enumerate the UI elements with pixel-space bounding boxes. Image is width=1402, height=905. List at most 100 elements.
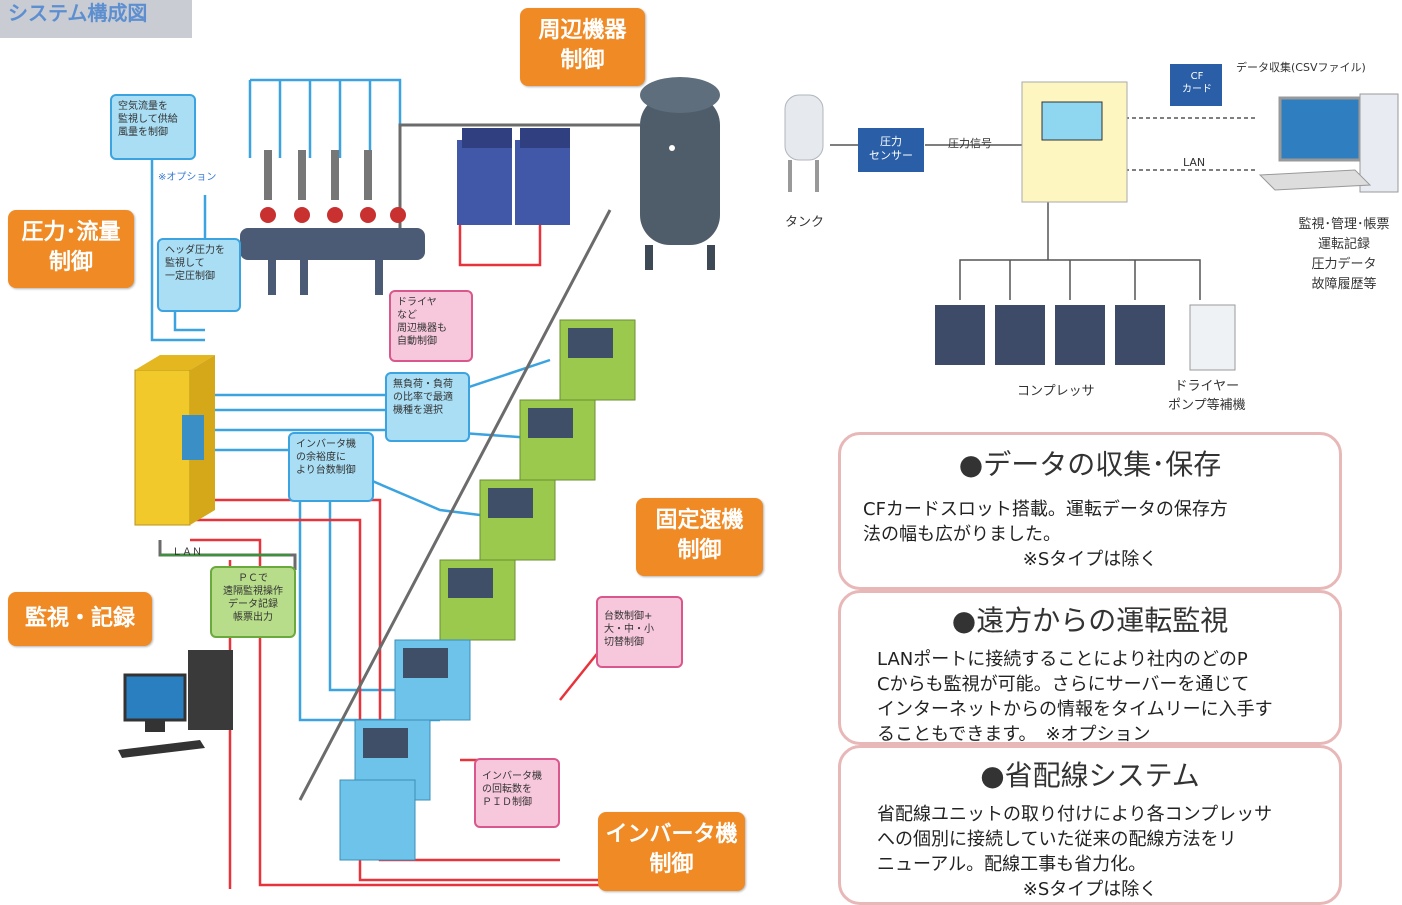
pc-line3: データ記録 [228,599,278,610]
load-ratio-line3: 機種を選択 [393,405,443,416]
option-note: ※オプション [158,172,217,183]
card-title-remote-monitoring: ●遠方からの運転監視 [951,604,1229,637]
air-flow-line1: 空気流量を [118,101,168,112]
pc-icon [1258,93,1399,193]
callout-dryer: ドライヤ など 周辺機器も 自動制御 [389,290,473,362]
dryer-label-line1: ドライヤー [1174,379,1240,394]
dryer-line3: 周辺機器も [397,323,447,334]
count-control-line1: 台数制御+ [604,611,653,622]
air-tank [640,77,720,270]
dryer-icon [1189,304,1236,371]
pc-func-line4: 故障履歴等 [1311,277,1377,292]
inverter-line2: 制御 [649,852,694,877]
card-body-wiring: 省配線ユニットの取り付けにより各コンプレッサ への個別に接続していた従来の配線方… [877,802,1303,902]
dryer-line1: ドライヤ [397,297,437,308]
header-pipe [240,150,425,295]
peripheral-line2: 制御 [560,48,605,73]
fixed-line2: 制御 [677,538,722,563]
pressure-line1: 圧力･流量 [21,220,121,245]
dryer-label-line2: ポンプ等補機 [1168,398,1246,413]
lan-label-right: LAN [1183,156,1206,169]
cf-line1: CF [1190,71,1204,82]
inverter-margin-line1: インバータ機 [296,439,356,450]
dryer-label: ドライヤー ポンプ等補機 [1168,377,1246,415]
controller-box [1021,81,1128,203]
cf-card-label: CF カード [1172,70,1222,96]
feature-card-data-collection: ●データの収集･保存 CFカードスロット搭載。運転データの保存方 法の幅も広がり… [838,432,1342,590]
header-pressure-line3: 一定圧制御 [165,271,215,282]
compressor-icons [935,305,1165,365]
control-panel [134,355,215,526]
card1-line2: Cからも監視が可能。さらにサーバーを通じて [877,674,1250,695]
peripheral-line1: 周辺機器 [538,18,627,43]
card-body-remote-monitoring: LANポートに接続することにより社内のどのP Cからも監視が可能。さらにサーバー… [877,647,1303,747]
load-ratio-line1: 無負荷・負荷 [393,379,453,390]
count-control-line2: 大・中・小 [604,624,654,635]
network-diagram [784,64,1399,371]
air-flow-line2: 監視して供給 [118,114,178,125]
feature-card-wiring: ●省配線システム 省配線ユニットの取り付けにより各コンプレッサ への個別に接続し… [838,745,1342,905]
card2-note: ※Sタイプは除く [1022,879,1158,900]
count-control-line3: 切替制御 [604,637,644,648]
inverter-margin-line2: の余裕度に [296,452,346,463]
pressure-sensor-line2: センサー [869,149,913,162]
inverter-margin-line3: より台数制御 [296,465,356,476]
card0-line2: 法の幅も広がりました。 [863,524,1061,545]
card2-line2: への個別に接続していた従来の配線方法をリ [877,829,1237,850]
header-pressure-line1: ヘッダ圧力を [165,245,225,256]
compressor-label: コンプレッサ [1017,384,1095,399]
compressor-units [339,319,636,861]
pressure-sensor-line1: 圧力 [880,135,902,148]
card1-line4: ることもできます。 ※オプション [877,724,1151,745]
pc-line2: 遠隔監視操作 [223,586,283,597]
tank-icon [784,94,824,192]
callout-inverter-margin: インバータ機 の余裕度に より台数制御 [288,432,374,502]
header-pressure-line2: 監視して [165,258,205,269]
tank-label: タンク [785,215,825,230]
pc-line1: ＰＣで [238,573,268,584]
card1-line1: LANポートに接続することにより社内のどのP [877,649,1248,670]
callout-air-flow: 空気流量を 監視して供給 風量を制御 [110,94,196,160]
card0-line1: CFカードスロット搭載。運転データの保存方 [863,499,1228,520]
inverter-pid-line2: の回転数を [482,784,532,795]
callout-header-pressure: ヘッダ圧力を 監視して 一定圧制御 [157,238,241,312]
callout-pc: ＰＣで 遠隔監視操作 データ記録 帳票出力 [210,566,296,638]
label-monitor-record: 監視・記録 [8,592,152,646]
label-inverter-control: インバータ機 制御 [598,812,745,891]
inverter-pid-line3: ＰＩＤ制御 [482,797,532,808]
pc-func-line3: 圧力データ [1311,257,1377,272]
callout-load-ratio: 無負荷・負荷 の比率で最適 機種を選択 [385,372,470,442]
card0-note: ※Sタイプは除く [1022,549,1158,570]
air-flow-line3: 風量を制御 [118,127,168,138]
feature-card-remote-monitoring: ●遠方からの運転監視 LANポートに接続することにより社内のどのP Cからも監視… [838,590,1342,745]
pressure-sensor-box: 圧力 センサー [858,128,924,172]
pc-line4: 帳票出力 [233,612,273,623]
pressure-signal-label: 圧力信号 [948,137,992,150]
diagram-title: システム構成図 [0,0,192,38]
fixed-line1: 固定速機 [655,508,744,533]
pc-terminal [118,650,233,758]
pc-functions-label: 監視･管理･帳票 運転記録 圧力データ 故障履歴等 [1286,215,1402,295]
callout-count-control: 台数制御+ 大・中・小 切替制御 [596,596,683,668]
pc-func-line1: 監視･管理･帳票 [1298,217,1390,232]
label-peripheral-control: 周辺機器 制御 [520,8,645,86]
card-title-wiring: ●省配線システム [980,759,1200,792]
label-fixed-speed-control: 固定速機 制御 [636,498,763,576]
card1-line3: インターネットからの情報をタイムリーに入手す [877,699,1273,720]
cf-line2: カード [1182,84,1212,95]
callout-inverter-pid: インバータ機 の回転数を ＰＩＤ制御 [474,758,560,828]
inverter-line1: インバータ機 [605,822,738,847]
dryer-line2: など [397,310,417,321]
data-collection-label: データ収集(CSVファイル) [1236,61,1366,74]
card2-line1: 省配線ユニットの取り付けにより各コンプレッサ [877,804,1273,825]
cf-card-icon [1170,64,1222,106]
dryer-units [457,128,570,225]
pressure-line2: 制御 [48,250,93,275]
lan-label: ＬＡＮ [172,547,202,558]
pc-func-line2: 運転記録 [1317,237,1370,252]
load-ratio-line2: の比率で最適 [393,392,453,403]
label-pressure-flow-control: 圧力･流量 制御 [8,210,134,288]
inverter-pid-line1: インバータ機 [482,771,542,782]
card2-line3: ニューアル。配線工事も省力化。 [877,854,1147,875]
dryer-line4: 自動制御 [397,336,437,347]
